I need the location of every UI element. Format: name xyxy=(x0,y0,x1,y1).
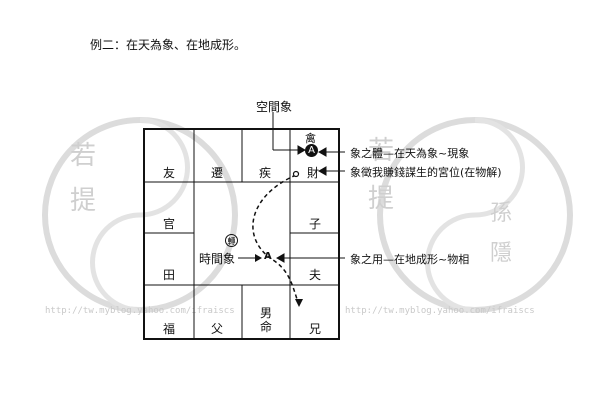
small-a-marker: A xyxy=(264,251,272,262)
palace-fortune: 福 xyxy=(163,322,176,336)
rotate-marker: 轉 xyxy=(225,234,238,247)
palace-career: 官 xyxy=(163,217,176,231)
palace-self-male: 男命 xyxy=(259,306,272,334)
palace-spouse: 夫 xyxy=(309,268,322,282)
palace-migration: 遷 xyxy=(211,166,224,180)
palace-wealth: 財 xyxy=(307,166,320,180)
top-marker-char: 禽 xyxy=(305,132,316,145)
symbol-arrowhead xyxy=(317,166,327,176)
use-arrowhead xyxy=(275,253,285,263)
symbol-annotation: 象徵我賺錢謀生的宮位(在物解) xyxy=(350,166,502,179)
page-title: 例二：在天為象、在地成形。 xyxy=(90,38,247,52)
dashed-curve-arrowhead xyxy=(295,299,303,307)
watermark-url-right: http://tw.myblog.yahoo.com/ifraiscs xyxy=(345,306,535,316)
body-arrowhead xyxy=(317,147,327,157)
dashed-flow-curve xyxy=(252,174,299,303)
palace-father: 父 xyxy=(211,322,224,336)
curve-start-dot xyxy=(292,170,300,178)
body-annotation: 象之體—在天為象~現象 xyxy=(350,147,470,160)
rotate-marker-char: 轉 xyxy=(227,237,236,246)
circle-a-label: A xyxy=(308,145,315,156)
use-annotation: 象之用—在地成形~物相 xyxy=(350,253,470,266)
space-image-label: 空間象 xyxy=(256,100,293,114)
palace-sibling: 兄 xyxy=(309,322,322,336)
time-image-label: 時間象 xyxy=(199,252,236,266)
palace-illness: 疾 xyxy=(259,166,272,180)
palace-property: 田 xyxy=(163,268,176,282)
palace-friend: 友 xyxy=(163,166,176,180)
circle-a-marker: A xyxy=(305,144,318,157)
space-arrowhead xyxy=(297,145,307,155)
time-arrowhead xyxy=(255,254,262,262)
watermark-url-left: http://tw.myblog.yahoo.com/ifraiscs xyxy=(45,306,235,316)
palace-children: 子 xyxy=(309,217,322,231)
